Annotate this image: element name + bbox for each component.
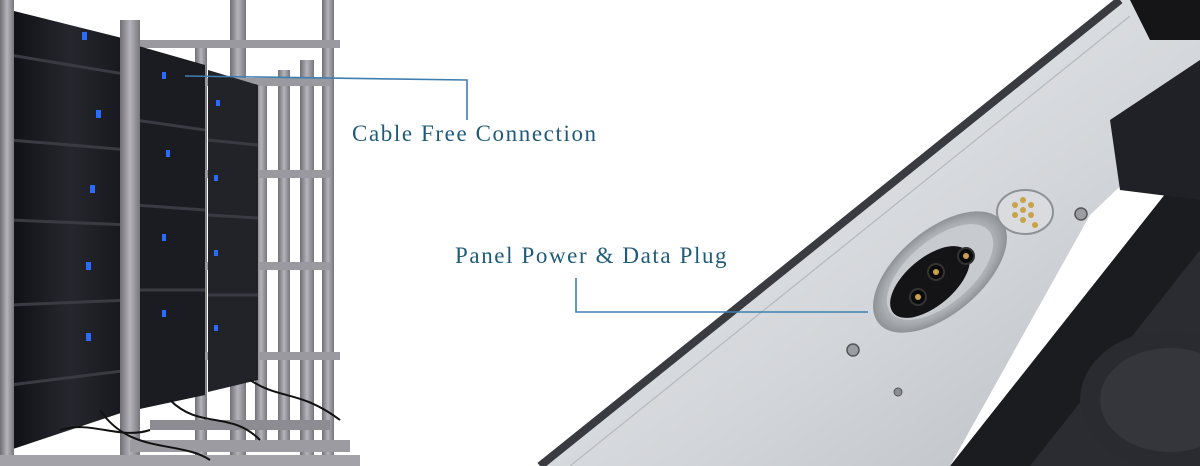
- power-data-leader: [575, 278, 868, 313]
- plate-screws: [846, 207, 1088, 397]
- led-panels: [9, 10, 259, 450]
- cable-free-leader: [184, 75, 468, 120]
- cable-free-connection-label: Cable Free Connection: [352, 121, 598, 146]
- frame-front-bars: [0, 0, 360, 466]
- led-wall-frame-photo: [0, 0, 360, 466]
- metal-plate: [540, 0, 1200, 466]
- indicator-lights: [82, 32, 220, 341]
- power-data-plug: [873, 189, 1054, 333]
- cables: [59, 379, 341, 461]
- connector-closeup-photo: [537, 0, 1200, 466]
- panel-power-data-plug-label: Panel Power & Data Plug: [455, 243, 729, 268]
